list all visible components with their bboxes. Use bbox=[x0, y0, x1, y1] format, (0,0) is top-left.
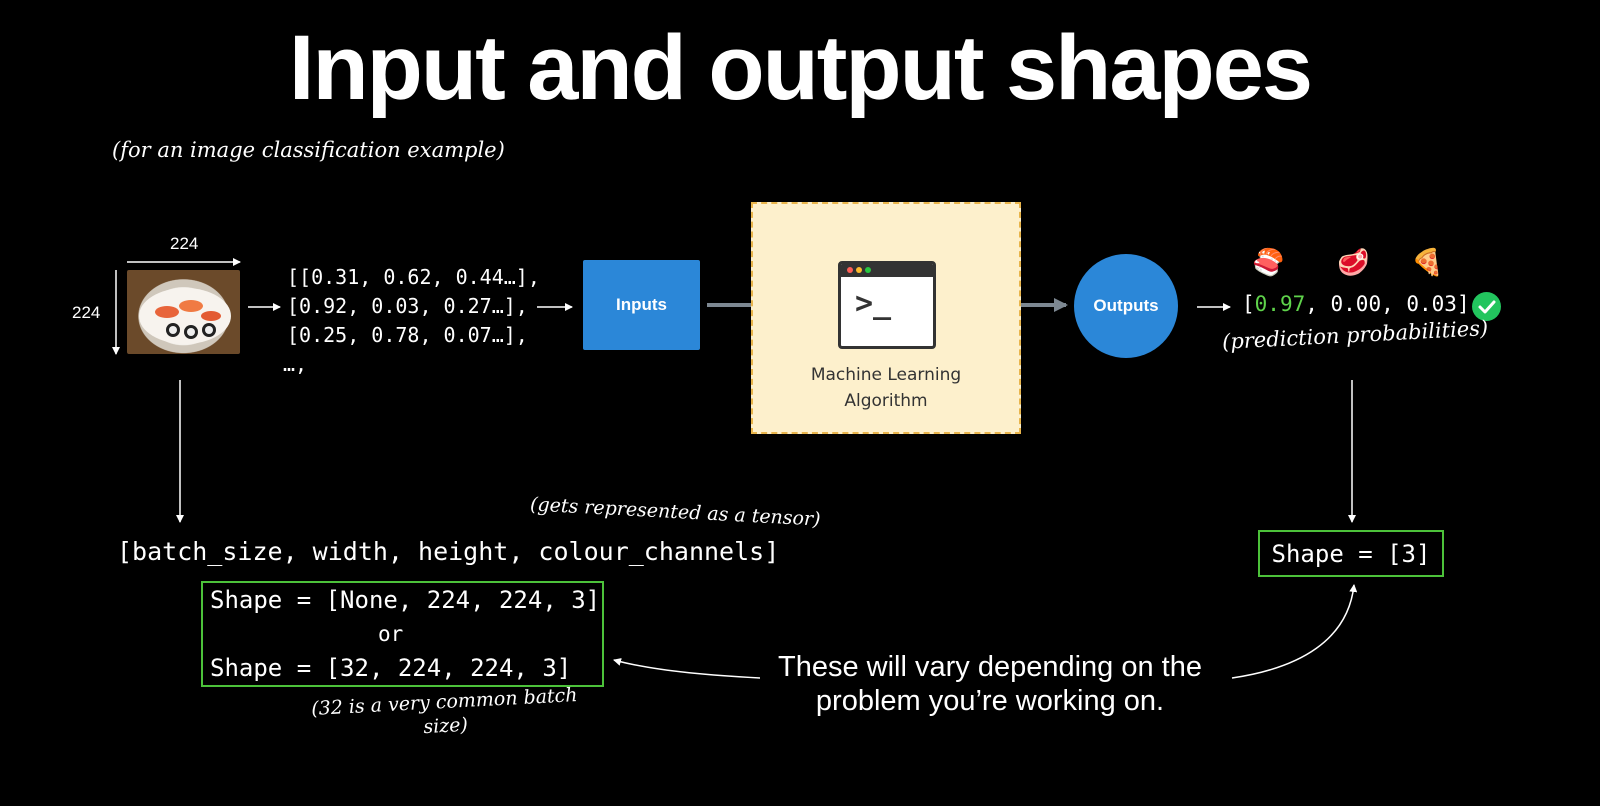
output-shape-box: Shape = [3] bbox=[1258, 530, 1444, 577]
algorithm-label-line1: Machine Learning bbox=[810, 365, 962, 385]
tensor-line: [0.25, 0.78, 0.07…], bbox=[287, 323, 528, 347]
tensor-line: [0.92, 0.03, 0.27…], bbox=[287, 294, 528, 318]
steak-emoji-icon: 🥩 bbox=[1337, 248, 1370, 278]
image-height-label: 224 bbox=[72, 303, 101, 322]
terminal-prompt: >_ bbox=[855, 286, 892, 321]
subtitle: (for an image classification example) bbox=[112, 138, 505, 162]
input-shape-or: or bbox=[378, 622, 404, 646]
vary-note: These will vary depending on the problem… bbox=[760, 650, 1220, 718]
sushi-image bbox=[127, 270, 240, 354]
tensor-line: [[0.31, 0.62, 0.44…], bbox=[287, 265, 540, 289]
input-shape-option: Shape = [32, 224, 224, 3] bbox=[210, 654, 572, 682]
input-shape-box bbox=[201, 581, 604, 687]
prob-open-bracket: [ bbox=[1242, 292, 1255, 316]
sushi-plate-icon bbox=[139, 288, 231, 344]
algorithm-label: Machine Learning Algorithm bbox=[751, 362, 1021, 414]
input-shape-option: Shape = [None, 224, 224, 3] bbox=[210, 586, 601, 614]
page-title: Input and output shapes bbox=[288, 17, 1313, 119]
prediction-probabilities: [0.97, 0.00, 0.03] bbox=[1242, 292, 1470, 316]
note-to-input-shape-arrow bbox=[613, 658, 761, 679]
outputs-circle: Outputs bbox=[1074, 254, 1178, 358]
tensor-line: …, bbox=[283, 352, 308, 376]
vary-note-line: problem you’re working on. bbox=[815, 685, 1165, 717]
vary-note-line: These will vary depending on the bbox=[778, 651, 1202, 683]
inputs-box: Inputs bbox=[583, 260, 700, 350]
check-icon bbox=[1472, 292, 1501, 321]
algorithm-label-line2: Algorithm bbox=[844, 391, 928, 411]
terminal-icon: >_ bbox=[838, 261, 936, 349]
other-probabilities: , 0.00, 0.03] bbox=[1305, 292, 1470, 316]
sushi-emoji-icon: 🍣 bbox=[1252, 248, 1285, 278]
note-to-output-shape-arrow bbox=[1231, 584, 1358, 679]
pizza-emoji-icon: 🍕 bbox=[1411, 248, 1444, 278]
image-width-label: 224 bbox=[170, 234, 199, 253]
top-probability: 0.97 bbox=[1254, 292, 1306, 316]
shape-formula: [batch_size, width, height, colour_chann… bbox=[117, 537, 780, 566]
